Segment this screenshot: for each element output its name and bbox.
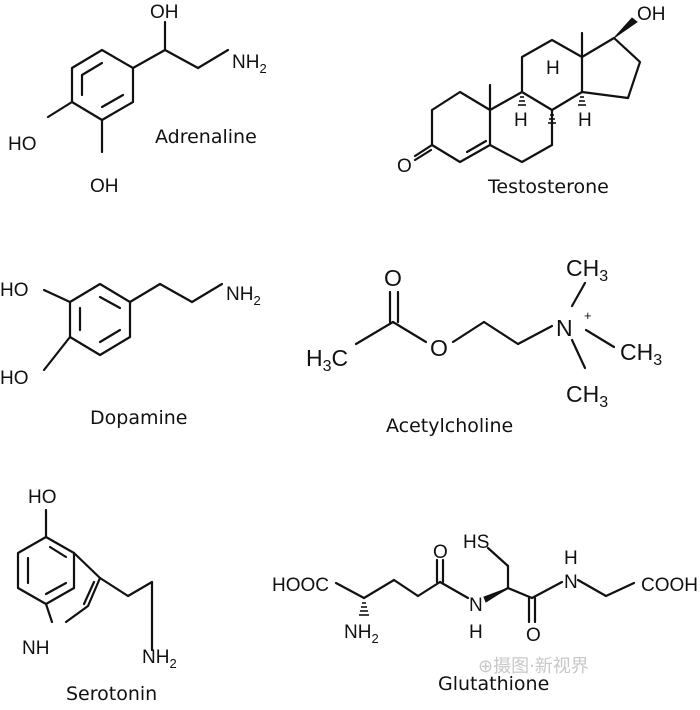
glutathione-o1: O — [433, 542, 448, 563]
glutathione-bonds — [334, 546, 636, 624]
testosterone-h3: H — [578, 110, 592, 131]
acetylcholine-n: N — [556, 315, 573, 341]
glutathione-n1: N — [469, 595, 483, 616]
molecule-glutathione: HS HOOC COOH NH2 N H N H O O Glutathione — [272, 532, 698, 695]
glutathione-name: Glutathione — [438, 673, 549, 695]
watermark: ⊕摄图·新视界 — [478, 656, 589, 677]
adrenaline-ho-left: HO — [8, 134, 37, 155]
acetylcholine-o-carbonyl: O — [384, 265, 402, 291]
glutathione-o2: O — [526, 625, 541, 646]
dopamine-bonds — [42, 282, 224, 372]
testosterone-h2: H — [546, 58, 560, 79]
acetylcholine-o-ester: O — [430, 335, 448, 361]
adrenaline-oh-bottom: OH — [90, 176, 119, 197]
testosterone-hash-bonds — [518, 96, 586, 124]
testosterone-h1: H — [514, 110, 528, 131]
testosterone-oh: OH — [637, 4, 666, 25]
serotonin-nh2: NH2 — [142, 647, 177, 671]
glutathione-hash-bond — [359, 602, 369, 616]
testosterone-name: Testosterone — [487, 176, 609, 198]
acetylcholine-charge: + — [584, 308, 592, 323]
acetylcholine-h3c: H3C — [306, 345, 348, 375]
dopamine-ho-bottom: HO — [0, 368, 29, 389]
serotonin-nh: NH — [22, 638, 49, 659]
acetylcholine-bonds — [354, 281, 616, 370]
serotonin-name: Serotonin — [66, 683, 157, 705]
dopamine-ho-top: HO — [0, 280, 29, 301]
testosterone-o: O — [397, 156, 412, 177]
glutathione-nh2: NH2 — [344, 622, 379, 646]
acetylcholine-ch3-top: CH3 — [566, 255, 608, 285]
serotonin-bonds — [16, 508, 154, 652]
adrenaline-nh2: NH2 — [232, 52, 267, 76]
testosterone-bonds — [413, 31, 642, 164]
molecule-acetylcholine: O O H3C N + CH3 CH3 CH3 Acetylcholine — [306, 255, 662, 437]
glutathione-cooh: COOH — [641, 575, 698, 596]
molecule-adrenaline: OH NH2 HO OH Adrenaline — [8, 2, 267, 197]
glutathione-hs: HS — [463, 532, 489, 553]
glutathione-h1: H — [469, 622, 483, 643]
dopamine-nh2: NH2 — [226, 284, 261, 308]
acetylcholine-ch3-right: CH3 — [620, 339, 662, 369]
acetylcholine-ch3-bottom: CH3 — [566, 381, 608, 411]
adrenaline-name: Adrenaline — [155, 126, 257, 148]
adrenaline-bonds — [46, 20, 230, 154]
molecule-dopamine: HO HO NH2 Dopamine — [0, 280, 261, 429]
serotonin-ho: HO — [28, 487, 57, 508]
acetylcholine-name: Acetylcholine — [386, 415, 513, 437]
glutathione-h2: H — [564, 548, 578, 569]
glutathione-n2: N — [564, 572, 578, 593]
glutathione-hooc: HOOC — [272, 575, 329, 596]
molecule-testosterone: OH O H H H Testosterone — [397, 4, 666, 198]
glutathione-wedge — [483, 587, 509, 603]
dopamine-name: Dopamine — [90, 407, 187, 429]
adrenaline-oh-top: OH — [150, 2, 179, 23]
testosterone-oh-wedge — [613, 17, 638, 39]
molecule-serotonin: HO NH NH2 Serotonin — [16, 487, 177, 705]
